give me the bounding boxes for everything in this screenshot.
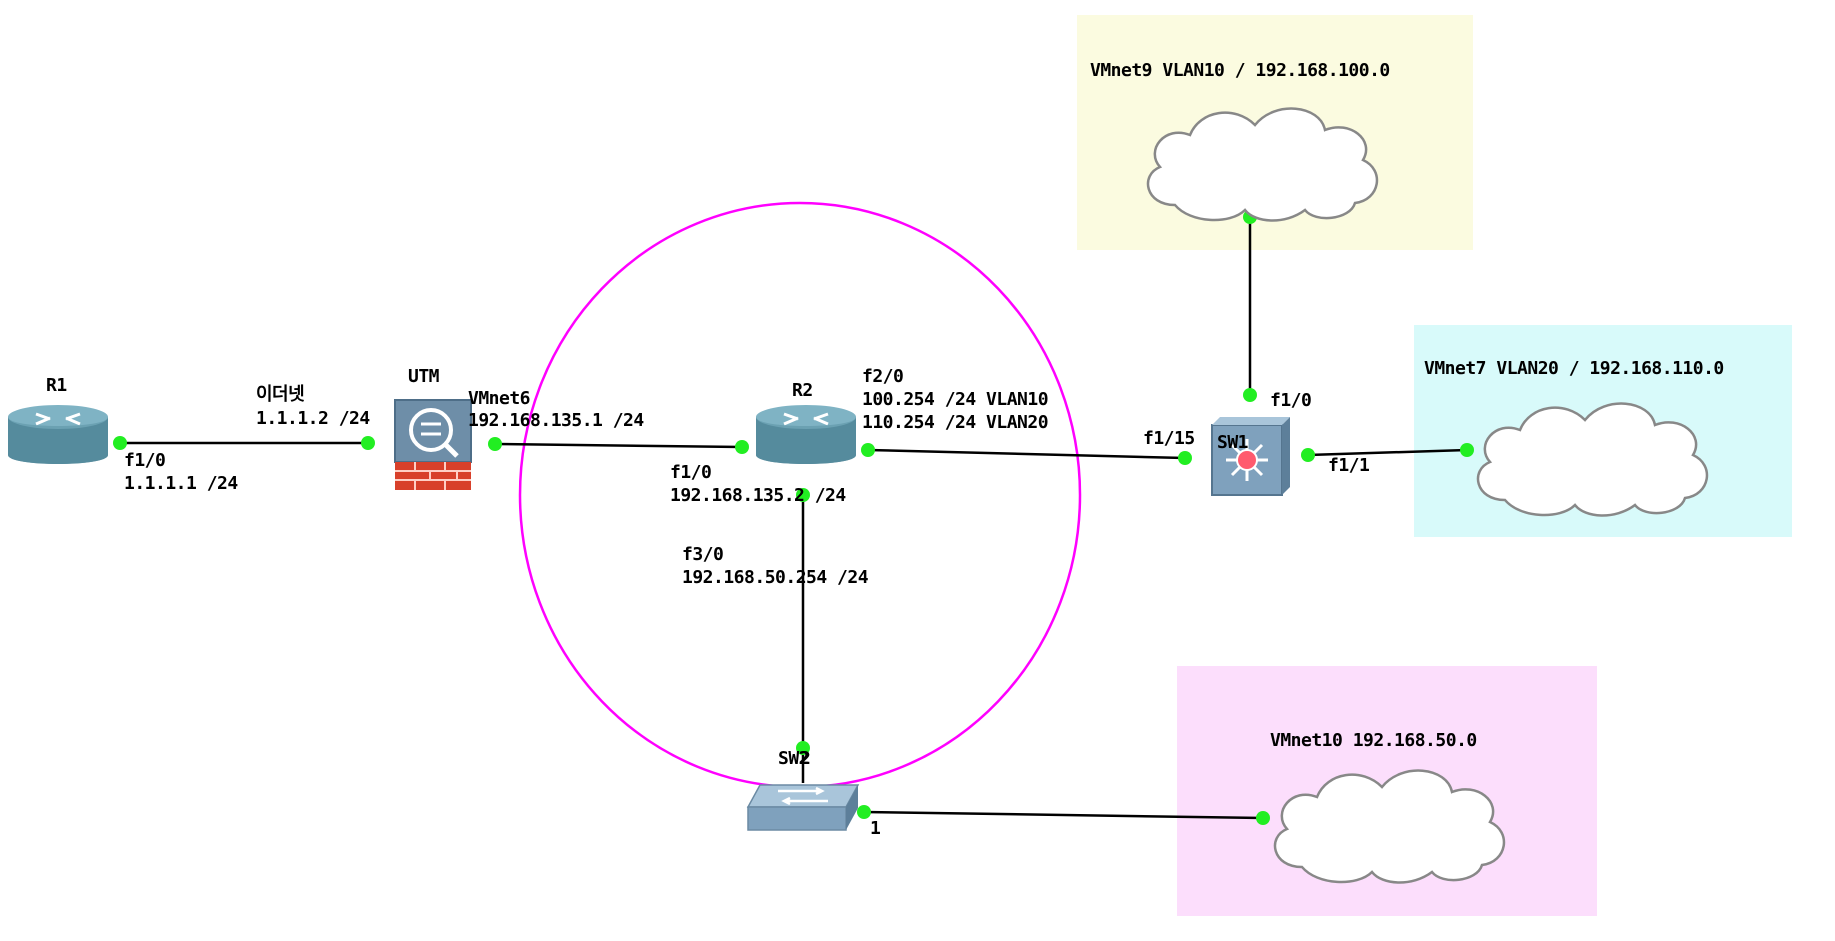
r2-f30-ip: 192.168.50.254 /24 <box>682 567 869 588</box>
cloud-icon <box>1273 769 1506 884</box>
r2-f10-label: f1/0 <box>670 462 712 483</box>
multilayer-switch-icon[interactable] <box>1211 417 1290 496</box>
r2-f30-label: f3/0 <box>682 544 724 565</box>
cloud-icon <box>1476 402 1709 517</box>
r1-interface-label: f1/0 <box>124 450 166 471</box>
sw2-uplink-label: 2 <box>800 748 811 769</box>
router-icon[interactable] <box>756 405 856 464</box>
switch-icon[interactable] <box>746 784 860 831</box>
link-utm-r2 <box>494 442 743 449</box>
utm-ethernet-name: 이더넷 <box>256 384 305 405</box>
utm-ethernet-ip: 1.1.1.2 /24 <box>256 408 370 429</box>
device-label-sw2[interactable]: SW2 <box>778 748 810 769</box>
link-dots <box>113 210 1474 825</box>
device-label-r2[interactable]: R2 <box>792 380 813 401</box>
zone-label-vmnet7: VMnet7 VLAN20 / 192.168.110.0 <box>1424 358 1724 379</box>
r2-f10-ip: 192.168.135.2 /24 <box>670 485 846 506</box>
firewall-icon[interactable] <box>394 399 472 490</box>
zone-label-vmnet9: VMnet9 VLAN10 / 192.168.100.0 <box>1090 60 1390 81</box>
sw1-f10-label: f1/0 <box>1270 390 1312 411</box>
device-label-r1[interactable]: R1 <box>46 375 67 396</box>
links <box>120 217 1468 820</box>
sw2-port-label: 1 <box>870 818 881 839</box>
r2-f20-vlan20: 110.254 /24 VLAN20 <box>862 412 1049 433</box>
sw1-f115-label: f1/15 <box>1143 428 1195 449</box>
device-label-sw1[interactable]: SW1 <box>1217 432 1249 453</box>
link-r2-sw1 <box>867 448 1186 460</box>
router-icon[interactable] <box>8 405 108 464</box>
link-sw2-vmnet10 <box>863 810 1264 820</box>
utm-vmnet-name: VMnet6 <box>468 388 531 409</box>
link-sw1-vmnet7 <box>1307 448 1468 457</box>
cloud-icon <box>1146 107 1379 222</box>
utm-vmnet-ip: 192.168.135.1 /24 <box>468 410 644 431</box>
r2-f20-vlan10: 100.254 /24 VLAN10 <box>862 389 1049 410</box>
r1-interface-ip: 1.1.1.1 /24 <box>124 473 238 494</box>
device-label-utm[interactable]: UTM <box>408 366 440 387</box>
r2-f20-label: f2/0 <box>862 366 904 387</box>
sw1-f11-label: f1/1 <box>1328 455 1370 476</box>
zone-label-vmnet10: VMnet10 192.168.50.0 <box>1270 730 1477 751</box>
